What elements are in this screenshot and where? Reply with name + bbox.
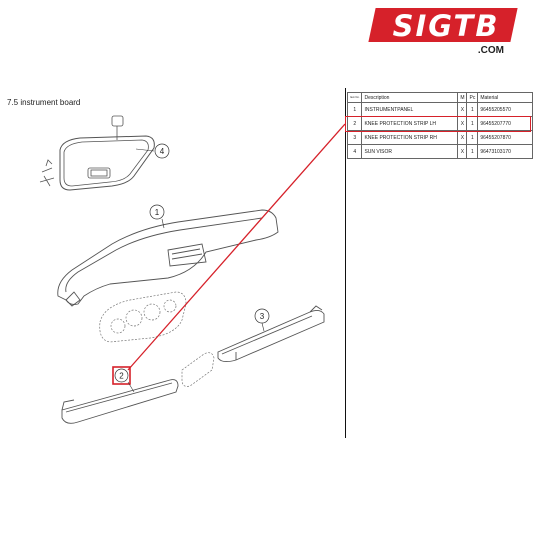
header-description: Description	[361, 92, 459, 103]
row-material: 96455205570	[477, 102, 533, 117]
row-highlight-box	[345, 116, 531, 132]
header-item-no: Item No.	[346, 92, 363, 103]
callout-4-label: 4	[160, 147, 165, 156]
callout-3-label: 3	[260, 312, 265, 321]
parts-table-header: Item No. Description M Pc Material	[346, 92, 533, 103]
sun-visor-drawing	[39, 115, 155, 191]
header-m: M	[457, 92, 468, 103]
row-pc: 1	[466, 102, 479, 117]
row-item-no: 4	[346, 144, 363, 159]
row-item-no: 3	[346, 130, 363, 145]
gauge-cluster-outline	[99, 291, 187, 343]
callout-2: 2	[112, 366, 131, 385]
instrument-panel-drawing	[57, 209, 279, 307]
row-material: 96473103170	[477, 144, 533, 159]
row-pc: 1	[466, 144, 479, 159]
section-title: 7.5 instrument board	[7, 98, 81, 107]
logo-wordmark: SIGTB	[392, 9, 500, 43]
row-item-no: 1	[346, 102, 363, 117]
table-row[interactable]: 4 SUN VISOR X 1 96473103170	[346, 144, 533, 159]
row-m: X	[457, 102, 468, 117]
row-description: SUN VISOR	[361, 144, 459, 159]
row-material: 96455207870	[477, 130, 533, 145]
table-divider-line	[345, 88, 346, 438]
table-row[interactable]: 1 INSTRUMENTPANEL X 1 96455205570	[346, 102, 533, 117]
table-row[interactable]: 3 KNEE PROTECTION STRIP RH X 1 964552078…	[346, 130, 533, 145]
center-trim-outline	[181, 352, 215, 387]
knee-strip-lh-drawing	[61, 379, 179, 424]
knee-strip-rh-drawing	[217, 305, 325, 363]
parts-diagram: 4 1 3	[39, 115, 345, 424]
row-m: X	[457, 144, 468, 159]
row-description: KNEE PROTECTION STRIP RH	[361, 130, 459, 145]
callout-4: 4	[154, 143, 170, 159]
header-material: Material	[477, 92, 533, 103]
callout-1: 1	[149, 204, 165, 220]
row-pc: 1	[466, 130, 479, 145]
brand-logo[interactable]: SIGTB .COM	[368, 8, 522, 56]
callout-1-label: 1	[155, 208, 160, 217]
row-m: X	[457, 130, 468, 145]
parts-table: Item No. Description M Pc Material 1 INS…	[346, 92, 533, 159]
header-pc: Pc	[466, 92, 479, 103]
callout-2-label: 2	[119, 372, 124, 381]
highlight-leader-line	[127, 123, 345, 371]
row-description: INSTRUMENTPANEL	[361, 102, 459, 117]
callout-3: 3	[254, 308, 270, 324]
logo-domain: .COM	[477, 45, 504, 56]
